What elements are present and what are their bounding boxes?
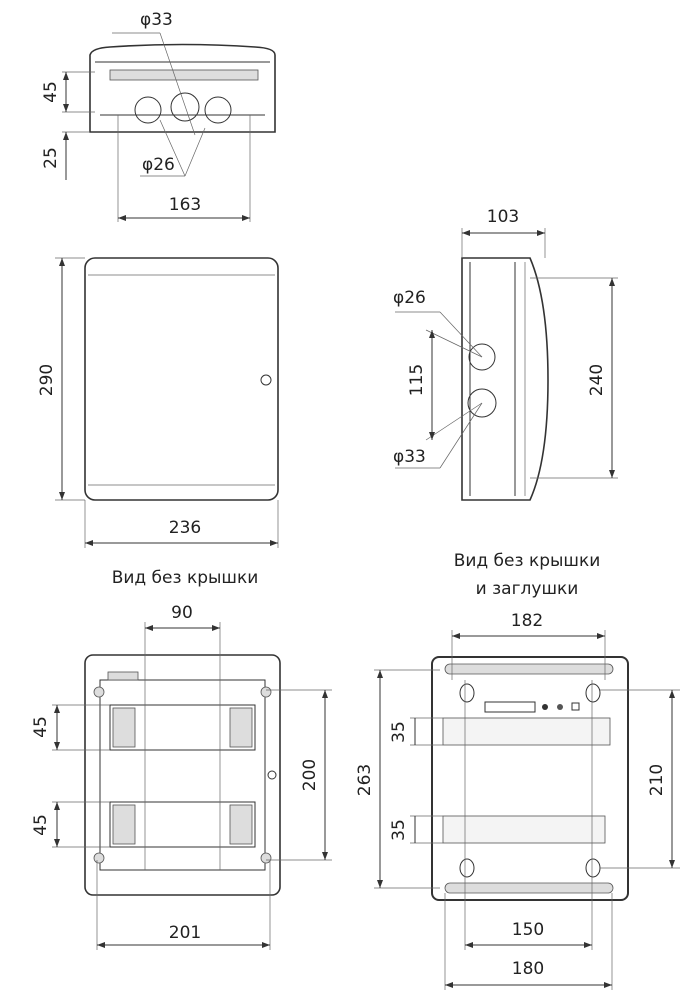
dim-depth-25: 25 bbox=[41, 147, 61, 169]
dim-mount-150: 150 bbox=[512, 920, 544, 940]
dim-width-180: 180 bbox=[512, 959, 544, 979]
dim-side-hole-26: φ26 bbox=[393, 288, 426, 308]
dim-width-182: 182 bbox=[511, 611, 543, 631]
dim-height-290: 290 bbox=[37, 364, 57, 396]
dim-mount-200: 200 bbox=[300, 759, 320, 791]
dim-module-45-top: 45 bbox=[31, 716, 51, 738]
dim-module-45-bottom: 45 bbox=[31, 814, 51, 836]
top-view: φ33 φ26 45 25 163 bbox=[41, 10, 276, 222]
dim-depth-103: 103 bbox=[487, 207, 519, 227]
view-without-cover: Вид без крышки 90 45 45 200 201 bbox=[31, 568, 332, 950]
dim-depth-45: 45 bbox=[41, 81, 61, 103]
cable-entry-26-right bbox=[204, 96, 232, 124]
side-view: 103 φ26 φ33 115 240 bbox=[393, 207, 618, 501]
dim-side-hole-33: φ33 bbox=[393, 447, 426, 467]
dim-rail-35-bottom: 35 bbox=[389, 819, 409, 841]
side-hole-26 bbox=[468, 343, 496, 371]
dim-height-263: 263 bbox=[355, 764, 375, 796]
dim-hole-26: φ26 bbox=[142, 155, 175, 175]
dim-hole-33: φ33 bbox=[140, 10, 173, 30]
front-view: 290 236 bbox=[37, 257, 279, 548]
cable-entry-33 bbox=[170, 92, 200, 122]
caption-line-1: Вид без крышки bbox=[454, 551, 601, 571]
dim-width-163: 163 bbox=[169, 195, 201, 215]
dim-spacing-115: 115 bbox=[407, 364, 427, 396]
caption-line-2: и заглушки bbox=[476, 579, 579, 599]
door-knob bbox=[260, 374, 272, 386]
dim-rail-35-top: 35 bbox=[389, 721, 409, 743]
dim-width-236: 236 bbox=[169, 518, 201, 538]
dim-mount-201: 201 bbox=[169, 923, 201, 943]
view-without-cover-and-plug: Вид без крышки и заглушки 182 263 35 35 … bbox=[355, 551, 680, 990]
dim-height-240: 240 bbox=[587, 364, 607, 396]
side-hole-33 bbox=[467, 388, 497, 418]
caption-no-cover: Вид без крышки bbox=[112, 568, 259, 588]
dim-mount-210: 210 bbox=[647, 764, 667, 796]
cable-entry-26-left bbox=[134, 96, 162, 124]
dim-rail-90: 90 bbox=[171, 603, 193, 623]
